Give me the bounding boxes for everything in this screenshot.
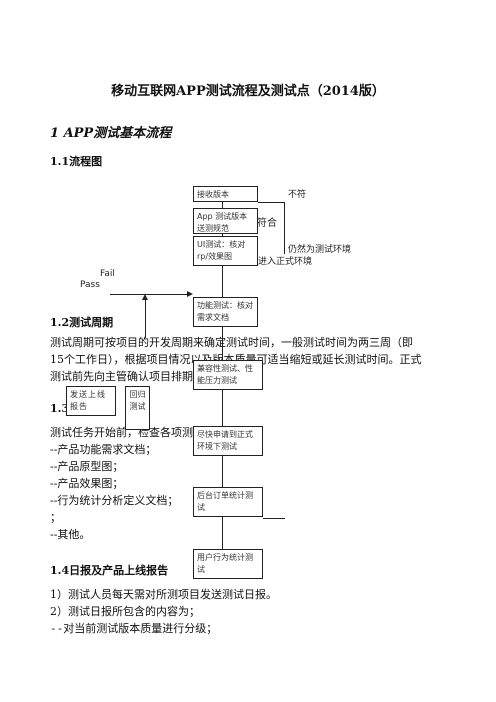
label-still-test-env: 仍然为测试环境 [288,245,352,255]
section-heading-1: 1 APP测试基本流程 [50,126,172,141]
label-match: 符合 [257,218,277,229]
flow-box-regression: 回归测试 [125,386,150,430]
arrow-up-icon [142,294,148,300]
paragraph-line: 测试任务开始前，检查各项测试资源。 [50,426,237,439]
list-item: --行为统计分析定义文档； [50,494,179,507]
flow-connector [145,300,146,338]
flow-box-compat: 兼容性测试、性能压力测试 [193,360,263,390]
list-item: --对当前测试版本质量进行分级； [50,622,218,635]
flow-connector [258,202,284,203]
flow-connector [263,518,285,519]
flow-box-spec: App 测试版本送测规范 [193,208,258,234]
label-pass: Pass [80,280,100,290]
flow-box-prod-env: 尽快申请到正式环境下测试 [193,426,263,456]
flow-box-function: 功能测试：核对需求文档 [193,297,258,327]
list-item: --其他。 [50,528,91,541]
list-item: ； [50,511,61,524]
section-heading-1-2: 1.2测试周期 [50,316,114,329]
flow-box-order-stats: 后台订单统计测试 [193,487,263,517]
label-enter-prod-env: 进入正式环境 [258,257,313,267]
list-item: 2）测试日报所包含的内容为； [50,605,200,618]
label-fail: Fail [100,269,115,279]
flow-connector [110,294,188,295]
label-not-match: 不符 [288,190,307,200]
list-item: --产品原型图； [50,460,124,473]
arrow-right-icon [187,291,193,297]
section-heading-1-1: 1.1流程图 [50,155,103,168]
paragraph-line: 15个工作日），根据项目情况以及版本质量可适当缩短或延长测试时间。正式 [50,351,422,368]
page-title: 移动互联网APP测试流程及测试点（2014版） [111,84,385,99]
flow-connector [284,202,285,254]
list-item: 1）测试人员每天需对所测项目发送测试日报。 [50,588,277,601]
flow-box-user-stats: 用户行为统计测试 [193,549,263,579]
flow-box-receive: 接收版本 [193,186,258,202]
flow-box-ui: UI测试：核对rp/效果图 [193,236,258,266]
list-item: --产品功能需求文档； [50,443,157,456]
flow-box-report: 发送上线报告 [66,386,116,416]
paragraph-line: 测试周期可按项目的开发周期来确定测试时间，一般测试时间为两三周（即 [50,336,413,349]
section-heading-1-4: 1.4日报及产品上线报告 [50,564,169,577]
list-item: --产品效果图； [50,477,124,490]
paragraph-line: 测试前先向主管确认项目排期。 [50,370,204,383]
